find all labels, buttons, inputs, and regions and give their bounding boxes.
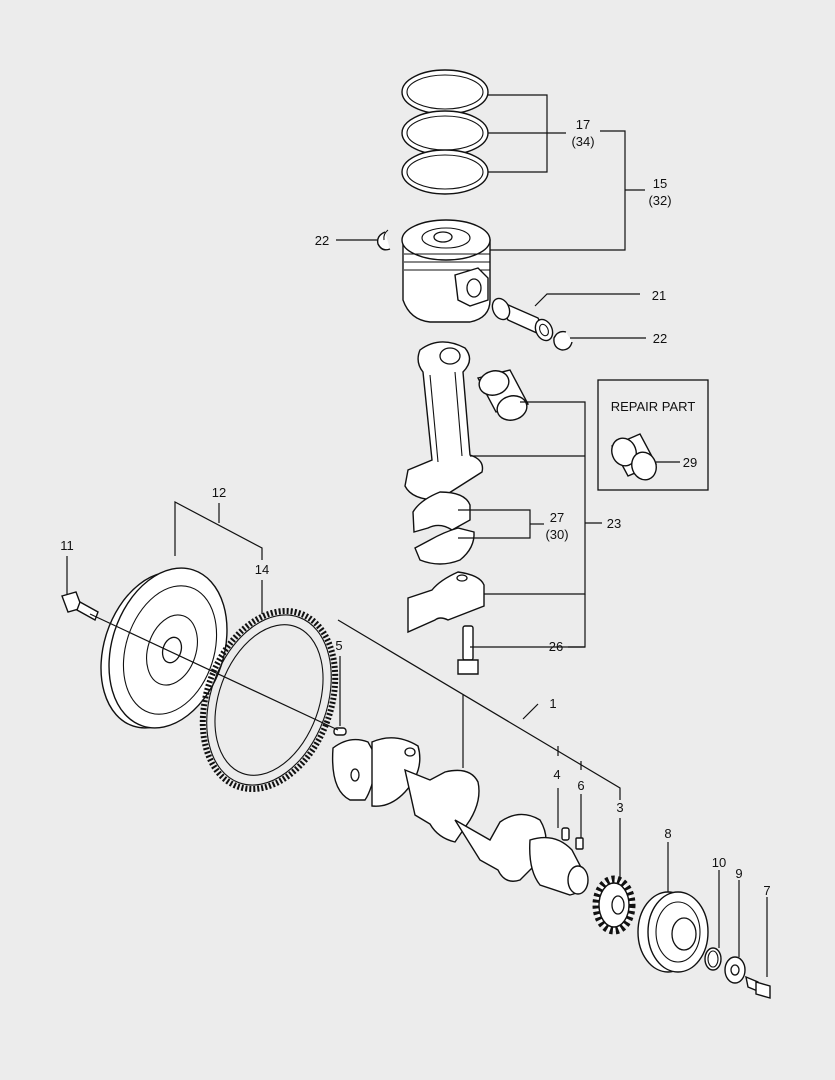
repair-part-box: REPAIR PART <box>597 379 709 491</box>
callout-29: 29 <box>683 455 697 470</box>
small-end-bushing <box>476 369 530 421</box>
callout-8: 8 <box>664 826 671 841</box>
washer <box>724 956 746 984</box>
callout-14: 14 <box>255 562 269 577</box>
crank-key <box>575 837 584 850</box>
crankshaft <box>331 737 589 896</box>
o-ring <box>704 947 722 971</box>
repair-part-title: REPAIR PART <box>611 399 696 414</box>
callout-1: 1 <box>549 696 556 711</box>
circlip-lower <box>553 330 573 351</box>
woodruff-key <box>561 827 570 841</box>
callout-11: 11 <box>60 538 74 553</box>
callout-3: 3 <box>616 800 623 815</box>
callout-21: 21 <box>652 288 666 303</box>
callout-17: 17 <box>576 117 590 132</box>
leader-lines <box>66 94 768 977</box>
ring-gear <box>199 607 339 793</box>
callout-4: 4 <box>553 767 560 782</box>
callout-32: (32) <box>648 193 671 208</box>
piston <box>401 219 491 323</box>
connecting-rod-cap <box>407 571 485 634</box>
callout-6: 6 <box>577 778 584 793</box>
callout-9: 9 <box>735 866 742 881</box>
callout-10: 10 <box>712 855 726 870</box>
circlip-upper <box>376 229 391 251</box>
piston-pin <box>491 297 554 342</box>
callout-22-lower: 22 <box>653 331 667 346</box>
callout-27: 27 <box>550 510 564 525</box>
connecting-rod-bolt <box>457 625 479 675</box>
callout-22-upper: 22 <box>315 233 329 248</box>
connecting-rod <box>404 341 484 501</box>
piston-rings <box>401 69 489 195</box>
callout-5: 5 <box>335 638 342 653</box>
callout-26: 26 <box>549 639 563 654</box>
callout-34: (34) <box>571 134 594 149</box>
flywheel <box>100 567 228 729</box>
pulley-bolt <box>745 975 771 999</box>
callout-15: 15 <box>653 176 667 191</box>
crank-gear <box>592 875 636 935</box>
bearing-shell-upper <box>412 491 471 533</box>
bearing-shell-lower <box>414 527 475 565</box>
callout-12: 12 <box>212 485 226 500</box>
callout-7: 7 <box>763 883 770 898</box>
callout-30: (30) <box>545 527 568 542</box>
crank-pulley <box>637 891 709 973</box>
callout-23: 23 <box>607 516 621 531</box>
